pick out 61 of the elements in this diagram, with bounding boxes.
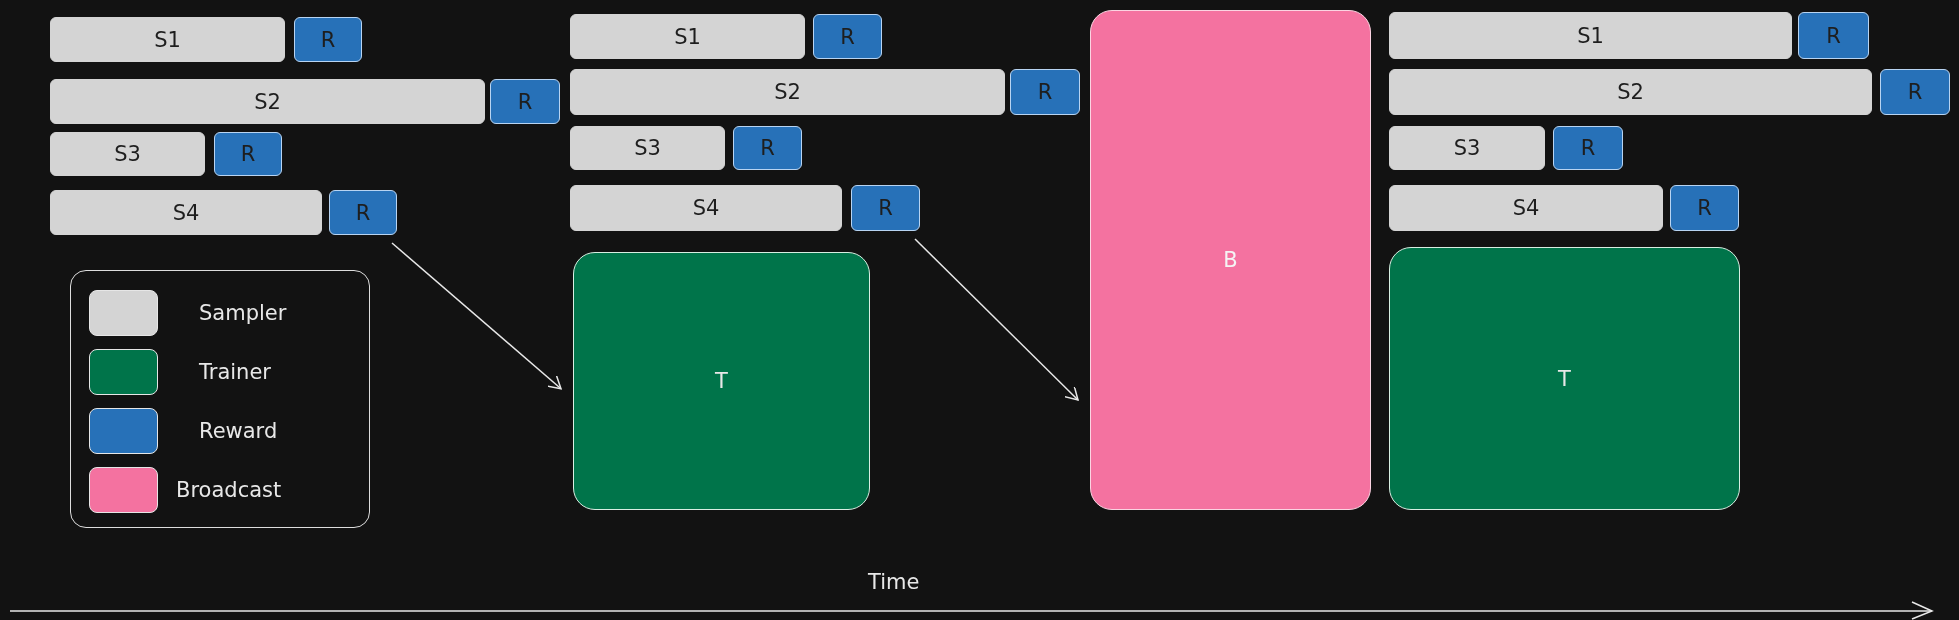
sampler-box — [50, 132, 205, 176]
box-label: B — [1223, 248, 1238, 272]
reward-box — [490, 79, 560, 124]
sampler-box — [570, 14, 805, 59]
box-label: R — [760, 136, 775, 160]
reward-box — [851, 185, 920, 231]
box-label: R — [878, 196, 893, 220]
box-label: R — [1037, 80, 1053, 104]
arrow — [391, 242, 562, 390]
box-label: R — [1580, 136, 1596, 160]
box-label: S4 — [1512, 196, 1540, 220]
reward-box — [214, 132, 282, 176]
box-label: S3 — [1453, 136, 1481, 160]
box-label: S4 — [692, 196, 720, 220]
legend-label: Sampler — [199, 301, 287, 325]
box-label: S2 — [254, 89, 281, 114]
trainer-box — [573, 252, 870, 510]
reward-box — [733, 126, 802, 170]
sampler-box — [570, 126, 725, 170]
reward-box — [294, 17, 362, 62]
broadcast-box — [1090, 10, 1371, 510]
box-label: R — [355, 200, 371, 225]
box-label: R — [517, 89, 533, 114]
sampler-box — [50, 17, 285, 62]
box-label: S2 — [774, 80, 801, 104]
box-label: S3 — [114, 142, 141, 166]
box-label: R — [840, 24, 855, 49]
box-label: S2 — [1617, 80, 1644, 104]
box-label: S1 — [154, 27, 181, 52]
reward-box — [329, 190, 397, 235]
reward-box — [1553, 126, 1623, 170]
sampler-box — [50, 190, 322, 235]
box-label: R — [1907, 80, 1923, 104]
trainer-box — [1389, 247, 1740, 510]
reward-box — [813, 14, 882, 59]
sampler-box — [50, 79, 485, 124]
reward-box — [1010, 69, 1080, 115]
box-label: R — [1826, 23, 1841, 48]
sampler-box — [1389, 185, 1663, 231]
box-label: R — [240, 142, 256, 166]
legend-label: Trainer — [199, 360, 271, 384]
reward-box — [1670, 185, 1739, 231]
box-label: T — [1558, 366, 1571, 391]
box-label: T — [715, 369, 728, 393]
box-label: R — [1697, 196, 1712, 220]
reward-box — [1798, 12, 1869, 59]
box-label: S4 — [172, 200, 200, 225]
box-label: S1 — [1577, 23, 1604, 48]
box-label: S3 — [634, 136, 661, 160]
axis-label: Time — [868, 570, 920, 594]
sampler-box — [1389, 126, 1545, 170]
sampler-box — [1389, 12, 1792, 59]
arrow — [914, 238, 1079, 401]
legend-label: Reward — [199, 419, 278, 443]
sampler-box — [570, 185, 842, 231]
box-label: S1 — [674, 24, 701, 49]
box-label: R — [320, 27, 336, 52]
legend-label: Broadcast — [176, 478, 282, 502]
sampler-box — [570, 69, 1005, 115]
sampler-box — [1389, 69, 1872, 115]
reward-box — [1880, 69, 1950, 115]
